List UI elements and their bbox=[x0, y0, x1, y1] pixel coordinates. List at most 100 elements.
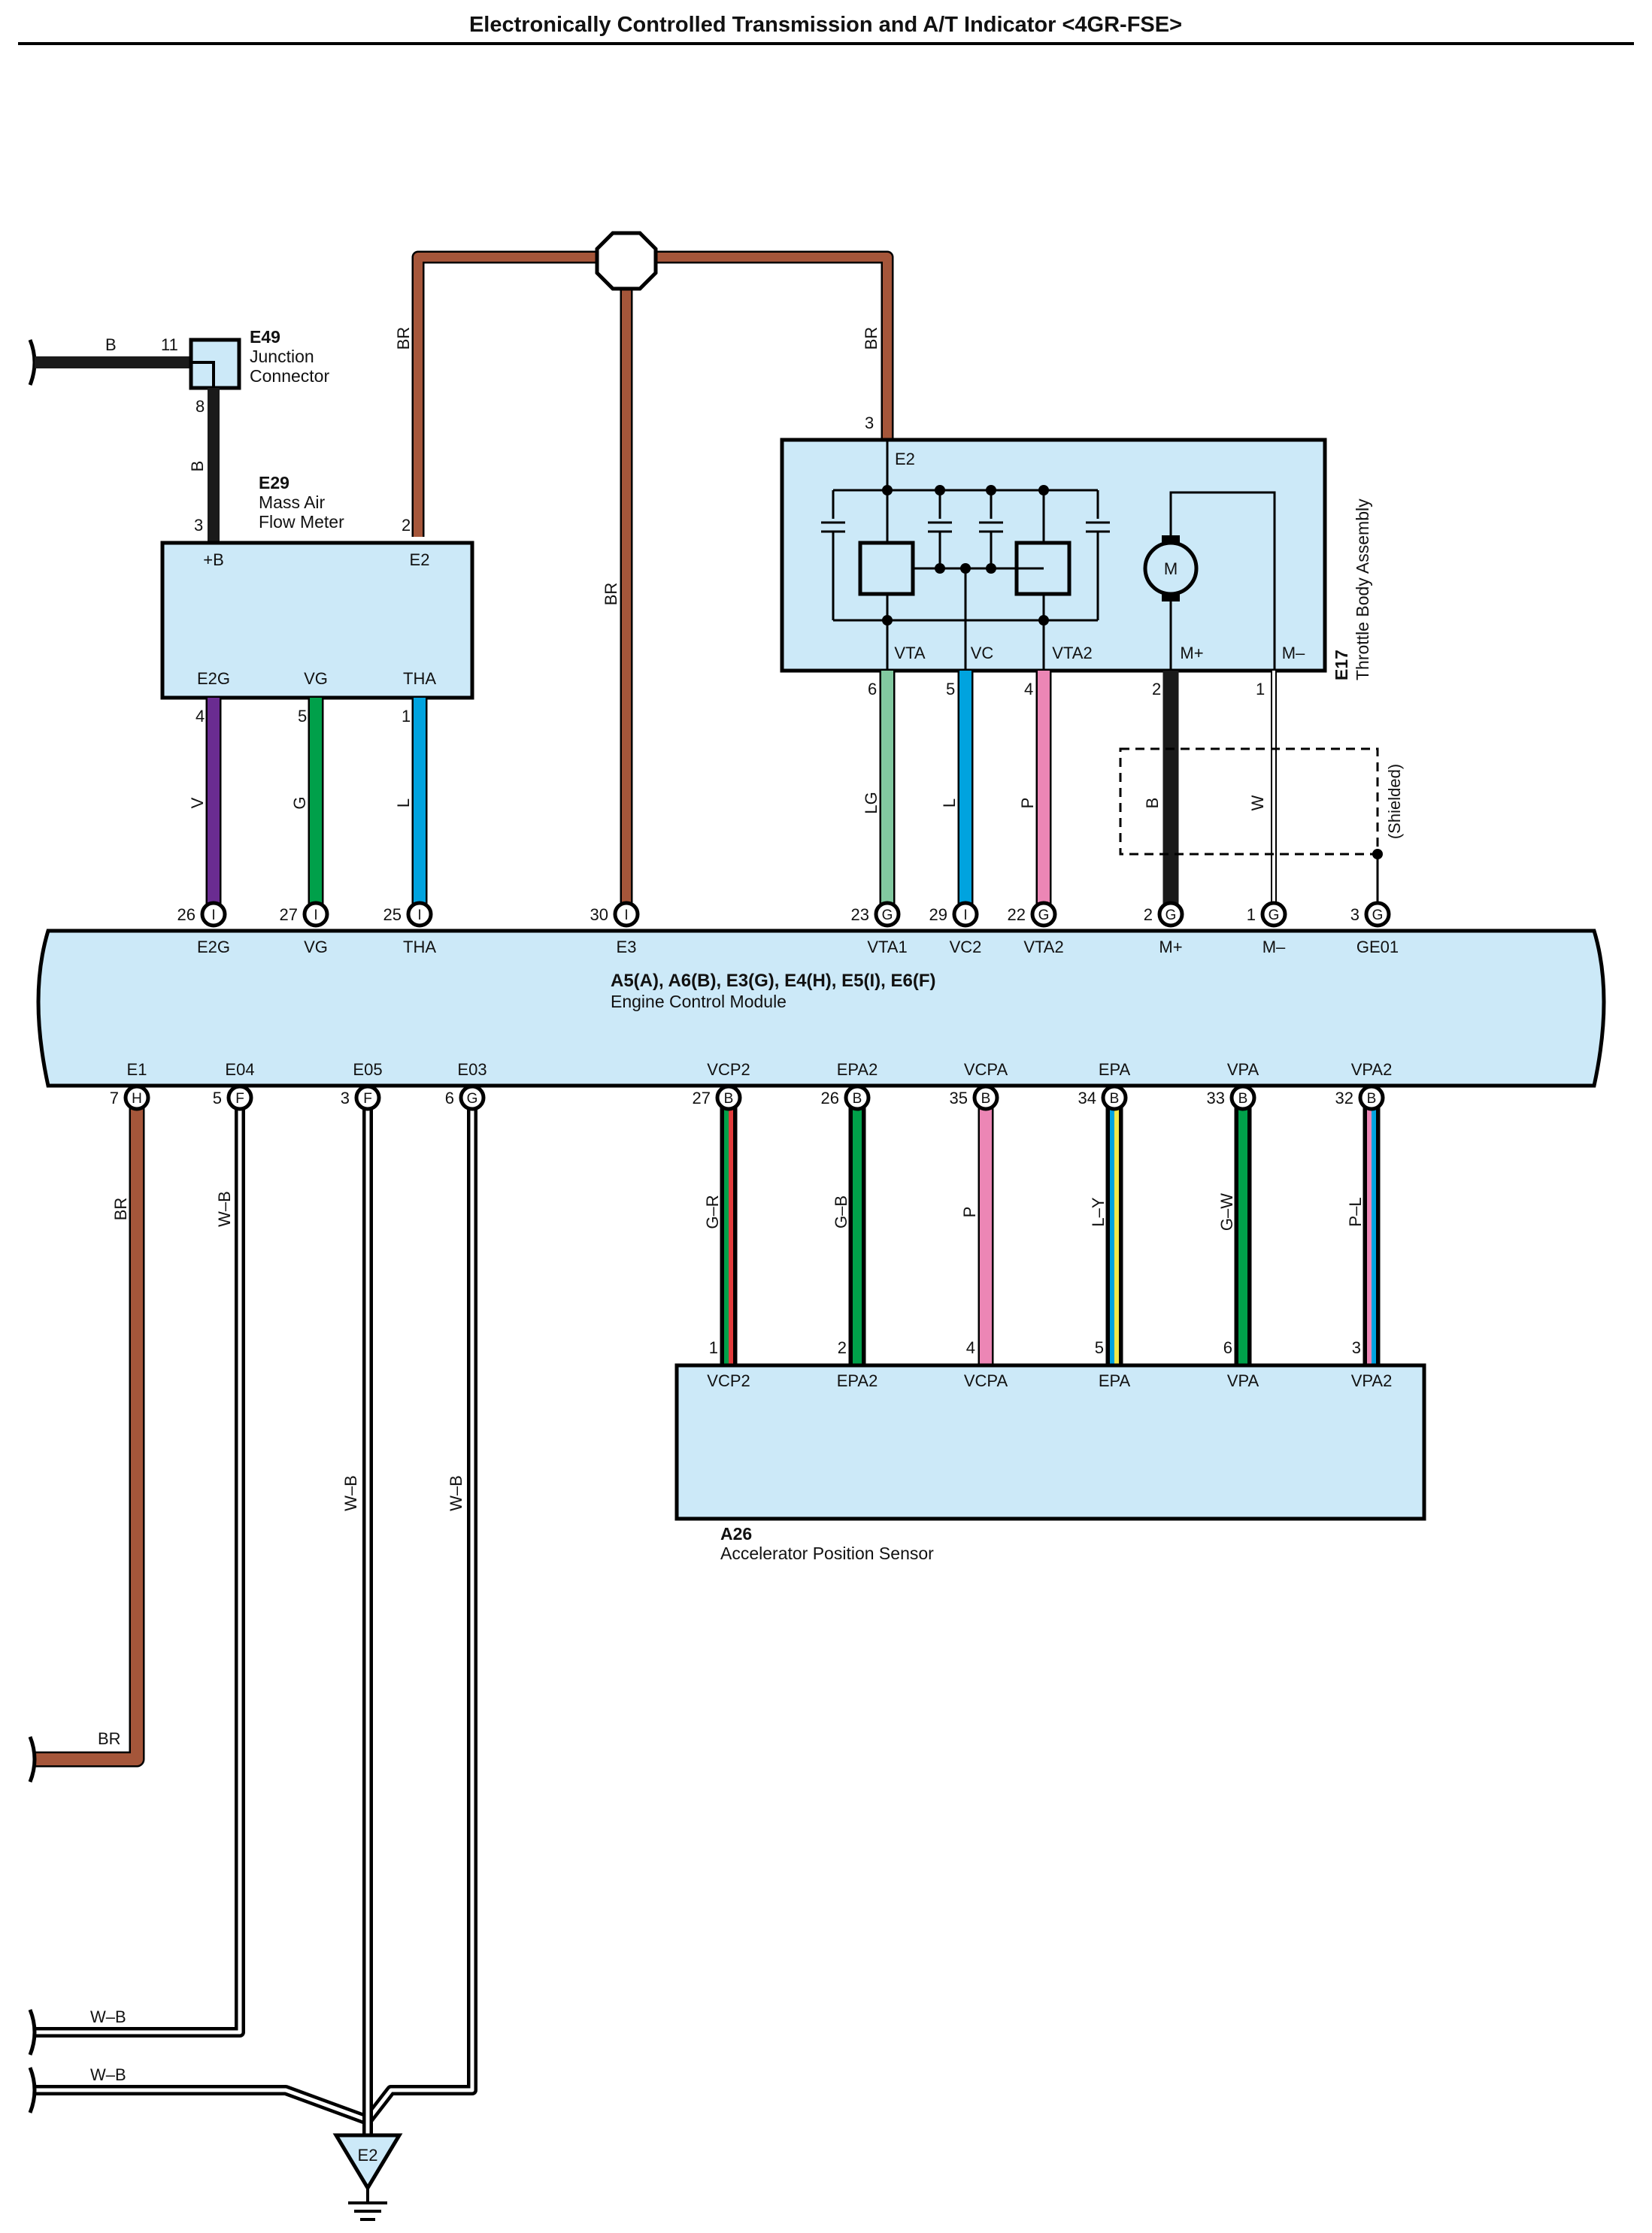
ecm-top-terminal: 29 I VC2 bbox=[929, 901, 982, 956]
wire-label-e04: W–B bbox=[215, 1191, 234, 1227]
e29-term-tha: THA bbox=[403, 669, 436, 688]
e29-code: E29 bbox=[259, 473, 289, 492]
a26-pin: 4 bbox=[966, 1338, 975, 1357]
a26-term-label: VCPA bbox=[964, 1371, 1008, 1390]
ecm-bottom-terminal: E03 6 G bbox=[445, 1060, 487, 1111]
a26-term-label: VPA2 bbox=[1351, 1371, 1393, 1390]
e29-name-line1: Mass Air bbox=[259, 492, 326, 512]
e17-junction-dots bbox=[882, 485, 1049, 626]
e49-name-line2: Connector bbox=[250, 366, 329, 386]
e29-wire-b-label: B bbox=[188, 461, 207, 472]
e17-name: Throttle Body Assembly bbox=[1353, 498, 1372, 680]
ecm-top-pin: 30 bbox=[590, 905, 608, 924]
e29-pin-e2: 2 bbox=[402, 516, 411, 535]
ecm-bottom-conn: B bbox=[1367, 1091, 1377, 1107]
a26-term-label: EPA bbox=[1099, 1371, 1131, 1390]
ecm-bottom-label: VCPA bbox=[964, 1060, 1008, 1079]
ecm-top-label: VC2 bbox=[950, 938, 982, 956]
ecm-bottom-conn: G bbox=[467, 1091, 478, 1107]
ecm-top-pin: 1 bbox=[1247, 905, 1256, 924]
a26-wire-label: P–L bbox=[1346, 1197, 1365, 1226]
ecm-top-pin: 29 bbox=[929, 905, 947, 924]
ecm-top-pin: 26 bbox=[177, 905, 196, 924]
a26-wire-label: G–W bbox=[1217, 1193, 1236, 1231]
ground-wires bbox=[28, 1099, 477, 2150]
e17-motor-label: M bbox=[1164, 559, 1178, 578]
ecm-bottom-label: EPA2 bbox=[837, 1060, 878, 1079]
ecm-top-pin: 3 bbox=[1350, 905, 1359, 924]
a26-pin: 3 bbox=[1352, 1338, 1361, 1357]
a26-terminal: L–Y 5 EPA bbox=[1089, 1197, 1131, 1390]
e17-pin-vta2: 4 bbox=[1024, 680, 1033, 698]
a26-term-label: EPA2 bbox=[837, 1371, 878, 1390]
e17-term-m-plus: M+ bbox=[1180, 644, 1203, 662]
ecm-bottom-conn: F bbox=[363, 1091, 372, 1107]
e17-pin-e2: 3 bbox=[865, 414, 874, 432]
wire-label-wb-offpage-2: W–B bbox=[90, 2065, 126, 2084]
e29-term-e2: E2 bbox=[410, 550, 430, 569]
wire-label-vg: G bbox=[290, 796, 309, 809]
page-title: Electronically Controlled Transmission a… bbox=[469, 13, 1182, 37]
a26-wire-label: G–R bbox=[703, 1195, 722, 1229]
ecm-bottom-pin: 6 bbox=[445, 1089, 454, 1107]
shield-outline bbox=[1119, 747, 1383, 904]
ecm-bottom-terminal: VPA 33 B bbox=[1207, 1060, 1259, 1111]
ecm-top-terminal: 1 G M– bbox=[1247, 901, 1287, 956]
ecm-bottom-terminal: EPA2 26 B bbox=[821, 1060, 878, 1111]
e29-pin-tha: 1 bbox=[402, 707, 411, 726]
a26-wire-label: P bbox=[960, 1207, 979, 1218]
e29-name-line2: Flow Meter bbox=[259, 512, 344, 532]
e17-term-vc: VC bbox=[971, 644, 994, 662]
ecm-bottom-pin: 27 bbox=[693, 1089, 711, 1107]
ecm-top-terminal: 30 I E3 bbox=[590, 901, 640, 956]
ecm-top-label: GE01 bbox=[1356, 938, 1399, 956]
e17-term-vta2: VTA2 bbox=[1052, 644, 1092, 662]
wire-label-vc: L bbox=[940, 798, 959, 807]
ecm-top-terminal: 26 I E2G bbox=[177, 901, 230, 956]
wire-label-e1: BR bbox=[111, 1198, 130, 1221]
e49-pin-out: 8 bbox=[196, 397, 205, 416]
ecm-bottom-conn: F bbox=[235, 1091, 244, 1107]
a26-terminal: P 4 VCPA bbox=[960, 1207, 1008, 1390]
ecm-bottom-conn: H bbox=[132, 1091, 142, 1107]
ecm-bottom-label: VCP2 bbox=[707, 1060, 750, 1079]
ecm-bottom-label: E1 bbox=[127, 1060, 147, 1079]
motor-icon bbox=[1143, 491, 1276, 671]
ground-icon bbox=[332, 2133, 403, 2221]
ecm-name: Engine Control Module bbox=[611, 992, 787, 1011]
ecm-top-conn: G bbox=[1038, 907, 1050, 923]
a26-wires bbox=[720, 1099, 1381, 1365]
ecm-top-conn: I bbox=[211, 907, 215, 923]
e29-pin-e2g: 4 bbox=[196, 707, 205, 726]
wire-label-e2g: V bbox=[188, 797, 207, 808]
e49-junction-connector bbox=[28, 338, 241, 543]
ecm-top-pin: 27 bbox=[280, 905, 298, 924]
wire-label-br-offpage: BR bbox=[98, 1729, 121, 1748]
wire-label-e05: W–B bbox=[341, 1475, 360, 1511]
ecm-bottom-conn: B bbox=[853, 1091, 862, 1107]
a26-pin: 1 bbox=[709, 1338, 718, 1357]
ecm-top-pin: 22 bbox=[1008, 905, 1026, 924]
ecm-bottom-label: E04 bbox=[225, 1060, 254, 1079]
e17-sensor-circuit bbox=[821, 440, 1110, 671]
a26-pin: 5 bbox=[1095, 1338, 1104, 1357]
a26-code: A26 bbox=[720, 1524, 752, 1544]
ecm-top-conn: G bbox=[882, 907, 893, 923]
ecm-bottom-terminal: VPA2 32 B bbox=[1335, 1060, 1393, 1111]
e29-pin-b: 3 bbox=[194, 516, 203, 535]
ecm-bottom-terminal: E04 5 F bbox=[213, 1060, 255, 1111]
ecm-top-label: E3 bbox=[617, 938, 637, 956]
ecm-top-label: E2G bbox=[197, 938, 230, 956]
wire-label-br-left: BR bbox=[394, 327, 413, 350]
e17-ecm-wires bbox=[879, 671, 1277, 904]
a26-wire-label: G–B bbox=[832, 1195, 850, 1229]
e29-ecm-wires bbox=[205, 698, 428, 904]
ecm-top-pin: 23 bbox=[851, 905, 869, 924]
e49-wire-in-label: B bbox=[105, 335, 117, 354]
e17-pin-m-minus: 1 bbox=[1256, 680, 1265, 698]
ecm-top-conn: I bbox=[314, 907, 317, 923]
ecm-bottom-label: VPA2 bbox=[1351, 1060, 1393, 1079]
a26-wire-label: L–Y bbox=[1089, 1197, 1108, 1226]
e17-pin-m-plus: 2 bbox=[1152, 680, 1161, 698]
